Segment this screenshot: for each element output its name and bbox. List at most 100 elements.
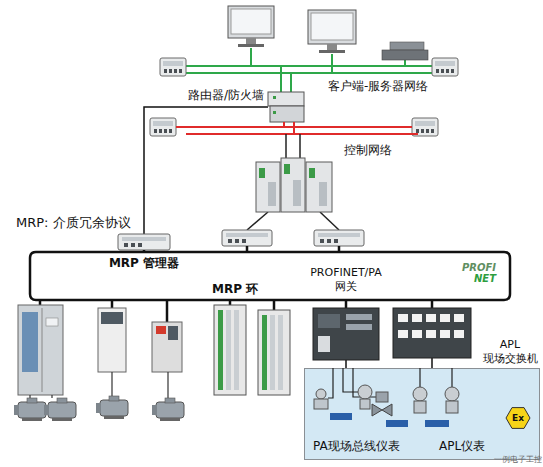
motor-cable (29, 395, 30, 398)
ex-symbol (506, 408, 530, 429)
drive-cabinet (18, 305, 63, 395)
drive-cabinet (42, 308, 43, 392)
field-instrument (372, 404, 392, 416)
workstation (311, 13, 353, 40)
controller-module (306, 162, 332, 212)
network-link (144, 107, 268, 234)
ring-switch (131, 243, 135, 247)
field-cable (353, 368, 382, 397)
controller-module (259, 168, 265, 178)
drive-cabinet (46, 318, 58, 326)
server (390, 42, 424, 50)
mrp-ring-line (30, 252, 510, 300)
workstation (238, 44, 264, 47)
workstation (308, 10, 356, 44)
router-device (268, 92, 304, 106)
network-switch (150, 58, 458, 136)
io-rack (234, 310, 239, 390)
workstation (228, 6, 356, 53)
mrp-ring-line (30, 246, 510, 322)
controller-module (256, 158, 332, 212)
drive-cabinet (22, 312, 38, 372)
mrp-ring-line (345, 300, 348, 308)
controller-module (319, 182, 327, 206)
network-name: 客户端-服务器网络 (328, 79, 428, 93)
field-cable (328, 368, 452, 398)
field-instrument (376, 392, 388, 402)
node-label: 路由器/防火墙 (168, 88, 264, 102)
ring-switch (314, 230, 364, 246)
frequency-drive (156, 326, 166, 334)
ring-switch (334, 239, 338, 243)
router-device (273, 111, 276, 114)
controller-module (293, 180, 301, 206)
control-network-line (293, 122, 295, 134)
motor-cable (111, 372, 112, 396)
gateway-device (318, 336, 330, 352)
motor-cable (51, 395, 52, 398)
motor-cable (167, 372, 168, 398)
apl-switch-device (426, 314, 436, 322)
io-rack (214, 305, 246, 395)
gateway-device (318, 314, 340, 328)
control-network-line (186, 133, 418, 135)
client-server-network-line (186, 72, 438, 74)
workstation (228, 6, 274, 38)
ring-switch (226, 233, 268, 237)
controller-link (247, 134, 339, 230)
field-instrument (358, 385, 372, 399)
mrp-ring-line (431, 300, 434, 308)
gateway-device (346, 324, 372, 330)
network-switch (160, 58, 186, 76)
io-rack (226, 310, 231, 390)
field-instrument (314, 385, 459, 416)
apl-switch-device (393, 308, 471, 358)
ring-switch (124, 243, 128, 247)
apl-switch-device (426, 330, 436, 338)
client-server-network-line (250, 48, 252, 66)
ex-zone-box: PA现场总线仪表APL仪表 (304, 368, 540, 460)
node-label: PA现场总线仪表 (313, 439, 413, 453)
controller-module (309, 168, 315, 178)
io-rack (218, 310, 223, 390)
mrp-ring-line (246, 246, 249, 252)
hazard-mark: Ex (508, 412, 528, 424)
mrp-ring-line (39, 300, 42, 305)
ring-switch (118, 234, 170, 250)
ring-switch (138, 243, 142, 247)
watermark: 一例电子工控 (494, 455, 542, 465)
ring-switch (320, 239, 324, 243)
protocol-note: MRP: 介质冗余协议 (16, 216, 131, 230)
ring-switch (228, 239, 232, 243)
ring-switch (235, 239, 239, 243)
protocol-logo-mark (330, 413, 352, 420)
gateway-device (313, 308, 379, 360)
field-instrument (360, 399, 370, 409)
router-device (268, 92, 304, 122)
workstation (327, 44, 337, 50)
apl-field-switch: APL 现场交换机 (393, 308, 471, 358)
logo-text: NET (474, 272, 496, 286)
apl-switch-device (440, 330, 450, 338)
controller-link (247, 212, 268, 230)
ex-symbol (506, 408, 530, 429)
io-rack (258, 310, 290, 395)
ring-name: MRP 环 (212, 282, 258, 296)
mrp-ring-line (111, 300, 114, 308)
router-device (273, 96, 276, 99)
io-rack (270, 315, 275, 390)
mrp-ring-line (166, 300, 169, 322)
mrp-ring-line (143, 250, 146, 252)
server (382, 42, 428, 60)
frequency-drive (98, 308, 126, 372)
motor (44, 398, 76, 421)
field-instrument (446, 401, 458, 413)
control-network-line (176, 122, 418, 134)
ring-switch (318, 233, 360, 237)
apl-switch-device (398, 314, 408, 322)
drive-cabinet (18, 305, 63, 395)
